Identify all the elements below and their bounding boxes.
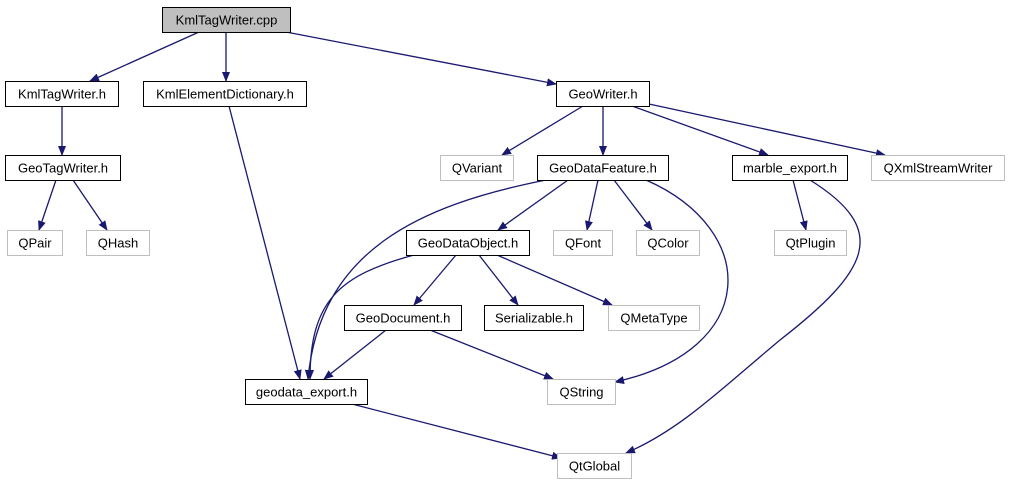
node-serializable-h[interactable]: Serializable.h (484, 305, 584, 331)
node-geowriter-h[interactable]: GeoWriter.h (556, 81, 650, 107)
node-label: marble_export.h (743, 161, 837, 176)
edge-geodata-export-h-to-qtglobal (351, 403, 562, 460)
node-kmltagwriter-h[interactable]: KmlTagWriter.h (5, 81, 119, 107)
node-geodata-export-h[interactable]: geodata_export.h (245, 379, 368, 405)
node-geotagwriter-h[interactable]: GeoTagWriter.h (5, 155, 121, 181)
node-qcolor: QColor (636, 230, 700, 256)
node-label: KmlTagWriter.cpp (176, 13, 278, 28)
node-label: QMetaType (620, 311, 687, 326)
node-qtglobal: QtGlobal (557, 453, 632, 479)
node-box (871, 155, 1005, 181)
node-box (5, 81, 119, 107)
edge-geotagwriter-h-to-qpair (38, 179, 57, 231)
node-box (5, 155, 121, 181)
edge-geodatafeature-h-to-qcolor (613, 179, 653, 231)
edge-geodatafeature-h-to-geodata-export-h (304, 179, 547, 380)
node-box (406, 230, 530, 256)
edge-marble-export-h-to-qtplugin (792, 179, 808, 231)
edge-kmltagwriter-cpp-to-geowriter-h (285, 31, 557, 87)
edge-kmlelementdictionary-h-to-geodata-export-h (228, 105, 302, 380)
node-box (484, 305, 584, 331)
node-qstring: QString (547, 379, 616, 405)
node-box (245, 379, 368, 405)
node-label: QXmlStreamWriter (884, 161, 993, 176)
edge-kmltagwriter-cpp-to-kmltagwriter-h (89, 31, 200, 82)
node-label: GeoDocument.h (356, 311, 451, 326)
node-geodataobject-h[interactable]: GeoDataObject.h (406, 230, 530, 256)
edge-geodocument-h-to-qstring (429, 329, 554, 380)
node-box (636, 230, 700, 256)
node-box (732, 155, 848, 181)
node-label: GeoTagWriter.h (18, 161, 108, 176)
edge-geodatafeature-h-to-qstring (614, 179, 729, 384)
node-box (557, 453, 632, 479)
edge-geowriter-h-to-marble-export-h (631, 105, 769, 156)
node-qhash: QHash (86, 230, 150, 256)
node-box (608, 305, 700, 331)
edge-geotagwriter-h-to-qhash (72, 179, 108, 231)
node-label: geodata_export.h (256, 385, 357, 400)
node-qvariant: QVariant (440, 155, 514, 181)
node-kmltagwriter-cpp[interactable]: KmlTagWriter.cpp (162, 7, 291, 33)
node-box (162, 7, 291, 33)
node-label: QFont (565, 236, 602, 251)
node-label: KmlElementDictionary.h (156, 87, 294, 102)
node-qxmlstreamwriter: QXmlStreamWriter (871, 155, 1005, 181)
edge-geowriter-h-to-qvariant (501, 105, 584, 156)
edge-geodataobject-h-to-qmetatype (496, 254, 613, 306)
node-label: QtPlugin (786, 236, 836, 251)
node-box (556, 81, 650, 107)
node-qtplugin: QtPlugin (774, 230, 847, 256)
edge-geodatafeature-h-to-geodataobject-h (497, 179, 569, 231)
node-label: KmlTagWriter.h (18, 87, 106, 102)
edge-geowriter-h-to-qxmlstreamwriter (648, 103, 886, 158)
node-box (143, 81, 307, 107)
edge-geodataobject-h-to-geodocument-h (413, 254, 457, 306)
node-qfont: QFont (553, 230, 613, 256)
node-kmlelementdictionary-h[interactable]: KmlElementDictionary.h (143, 81, 307, 107)
node-label: QVariant (452, 161, 503, 176)
node-geodocument-h[interactable]: GeoDocument.h (344, 305, 462, 331)
edge-geodocument-h-to-geodata-export-h (323, 329, 387, 380)
node-label: GeoDataFeature.h (549, 161, 657, 176)
node-box (537, 155, 669, 181)
edge-geodataobject-h-to-serializable-h (478, 254, 519, 306)
node-qpair: QPair (7, 230, 63, 256)
node-label: QHash (98, 236, 138, 251)
node-box (774, 230, 847, 256)
node-label: GeoWriter.h (568, 87, 637, 102)
node-label: QPair (18, 236, 52, 251)
node-geodatafeature-h[interactable]: GeoDataFeature.h (537, 155, 669, 181)
node-box (7, 230, 63, 256)
node-box (440, 155, 514, 181)
node-label: GeoDataObject.h (418, 236, 518, 251)
node-qmetatype: QMetaType (608, 305, 700, 331)
node-box (553, 230, 613, 256)
node-label: QString (559, 385, 603, 400)
node-label: QColor (647, 236, 689, 251)
node-label: Serializable.h (495, 311, 573, 326)
node-box (547, 379, 616, 405)
node-box (86, 230, 150, 256)
edge-geodataobject-h-to-geodata-export-h (306, 254, 415, 380)
edge-marble-export-h-to-qtglobal (625, 179, 861, 454)
node-marble-export-h[interactable]: marble_export.h (732, 155, 848, 181)
node-box (344, 305, 462, 331)
edge-geodatafeature-h-to-qfont (585, 179, 599, 231)
node-label: QtGlobal (569, 459, 620, 474)
